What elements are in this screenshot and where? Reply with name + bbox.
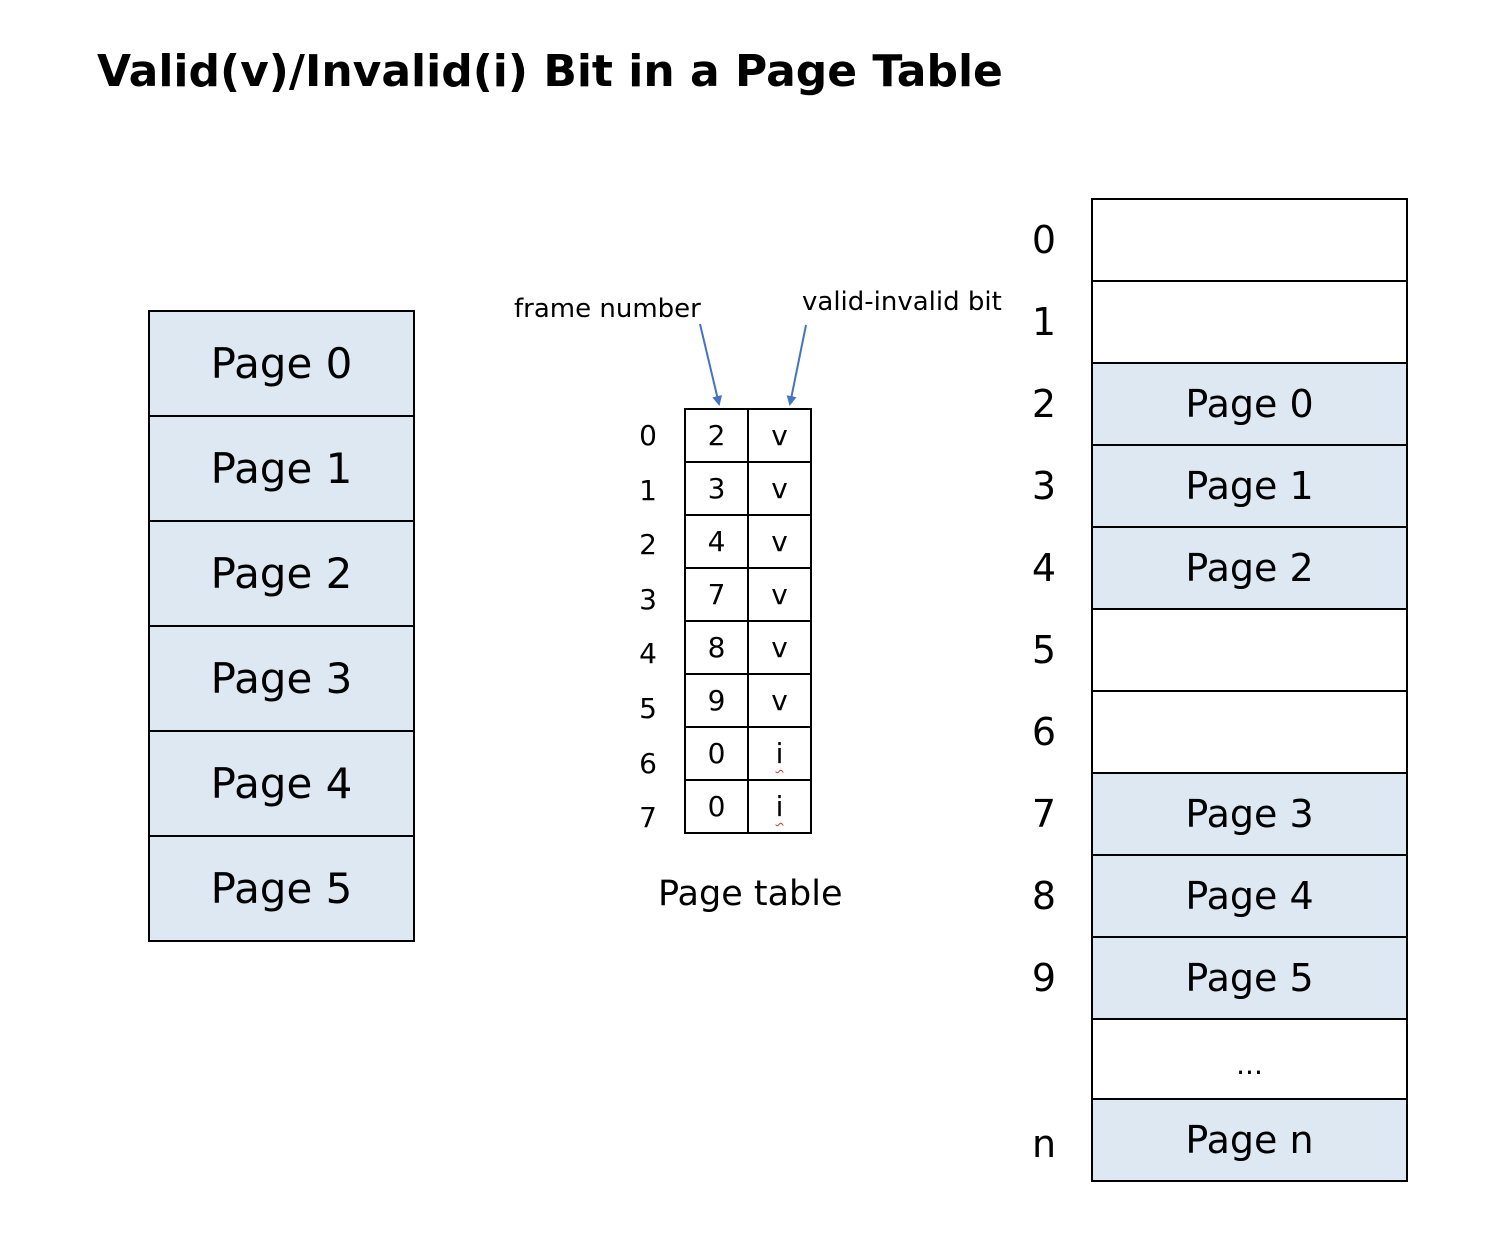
frame-cell-empty: [1093, 280, 1406, 362]
invalid-bit-cell: i: [747, 779, 812, 834]
logical-page-4: Page 4: [150, 730, 413, 835]
page-table-row: 3 v: [684, 461, 812, 516]
frame-cell-empty: [1093, 608, 1406, 690]
frame-index: 0: [1031, 218, 1057, 262]
page-table-row: 0 i: [684, 726, 812, 781]
physical-memory: Page 0 Page 1 Page 2 Page 3 Page 4 Page …: [1091, 198, 1408, 1182]
frame-cell-page: Page 3: [1093, 772, 1406, 854]
page-table-index: 6: [639, 747, 657, 780]
page-table-index: 0: [639, 419, 657, 452]
valid-bit-cell: v: [747, 620, 812, 675]
frame-number-cell: 2: [684, 408, 749, 463]
frame-index: 8: [1031, 874, 1057, 918]
frame-index: n: [1031, 1122, 1057, 1166]
logical-page-5: Page 5: [150, 835, 413, 940]
valid-invalid-bit-label: valid-invalid bit: [802, 287, 1002, 317]
page-table-row: 8 v: [684, 620, 812, 675]
frame-number-cell: 9: [684, 673, 749, 728]
valid-invalid-bit-arrow: [786, 324, 807, 406]
frame-cell-page: Page 0: [1093, 362, 1406, 444]
page-table: 2 v 3 v 4 v 7 v 8 v 9 v 0 i 0 i: [684, 408, 812, 834]
valid-bit-cell: v: [747, 673, 812, 728]
page-table-index: 3: [639, 583, 657, 616]
frame-cell-page: Page 4: [1093, 854, 1406, 936]
frame-cell-page: Page 1: [1093, 444, 1406, 526]
frame-number-label: frame number: [514, 294, 701, 324]
logical-page-1: Page 1: [150, 415, 413, 520]
frame-cell-page: Page 2: [1093, 526, 1406, 608]
frame-cell-ellipsis: ...: [1093, 1018, 1406, 1098]
frame-index: 7: [1031, 792, 1057, 836]
page-table-row: 4 v: [684, 514, 812, 569]
page-table-index: 4: [639, 637, 657, 670]
logical-page-3: Page 3: [150, 625, 413, 730]
frame-number-cell: 0: [684, 779, 749, 834]
frame-cell-empty: [1093, 200, 1406, 280]
frame-number-cell: 0: [684, 726, 749, 781]
page-table-index: 2: [639, 528, 657, 561]
frame-number-cell: 4: [684, 514, 749, 569]
page-table-row: 0 i: [684, 779, 812, 834]
frame-index: 9: [1031, 956, 1057, 1000]
logical-memory: Page 0 Page 1 Page 2 Page 3 Page 4 Page …: [148, 310, 415, 942]
frame-number-cell: 8: [684, 620, 749, 675]
logical-page-2: Page 2: [150, 520, 413, 625]
page-table-index: 5: [639, 692, 657, 725]
frame-number-cell: 3: [684, 461, 749, 516]
frame-cell-page: Page 5: [1093, 936, 1406, 1018]
invalid-bit-value: i: [775, 790, 784, 823]
page-table-row: 2 v: [684, 408, 812, 463]
valid-bit-cell: v: [747, 567, 812, 622]
frame-cell-empty: [1093, 690, 1406, 772]
page-table-index: 7: [639, 801, 657, 834]
page-table-index: 1: [639, 474, 657, 507]
logical-page-0: Page 0: [150, 312, 413, 415]
page-table-row: 7 v: [684, 567, 812, 622]
page-table-row: 9 v: [684, 673, 812, 728]
valid-bit-cell: v: [747, 408, 812, 463]
frame-index: 2: [1031, 382, 1057, 426]
invalid-bit-value: i: [775, 737, 784, 770]
frame-index: 3: [1031, 464, 1057, 508]
frame-index: 1: [1031, 300, 1057, 344]
valid-bit-cell: v: [747, 514, 812, 569]
frame-number-arrow: [699, 323, 723, 406]
valid-bit-cell: v: [747, 461, 812, 516]
invalid-bit-cell: i: [747, 726, 812, 781]
frame-index: 6: [1031, 710, 1057, 754]
frame-index: 4: [1031, 546, 1057, 590]
page-table-caption: Page table: [658, 874, 843, 914]
diagram-title: Valid(v)/Invalid(i) Bit in a Page Table: [97, 46, 1003, 97]
frame-number-cell: 7: [684, 567, 749, 622]
frame-index: 5: [1031, 628, 1057, 672]
frame-cell-page: Page n: [1093, 1098, 1406, 1180]
